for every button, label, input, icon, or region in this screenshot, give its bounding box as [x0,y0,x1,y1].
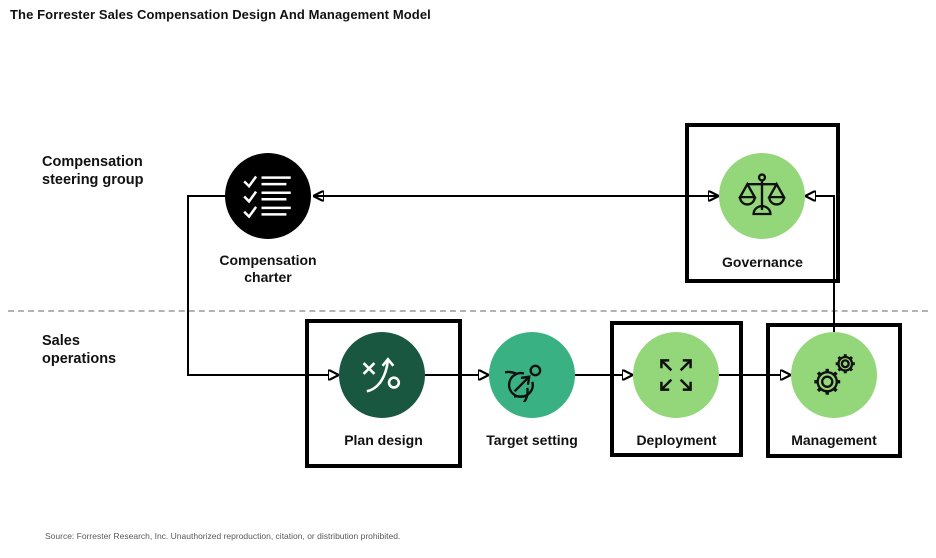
plan-design-node-circle [339,332,425,418]
checklist-icon [243,175,291,219]
target-setting-node-circle [489,332,575,418]
charter-node-label: Compensation charter [219,252,317,285]
strategy-icon [362,357,401,393]
plan-design-box [305,319,462,468]
plan-design-node-label: Plan design [344,432,423,448]
scales-icon [738,173,786,216]
lane-label-steering-group: Compensation steering group [42,154,144,189]
lane-label-sales-operations: Sales operations [42,333,117,368]
deployment-box [610,321,743,457]
target-icon [505,364,542,402]
management-node-circle [791,332,877,418]
governance-node-label: Governance [722,254,803,270]
governance-box [685,123,840,283]
gears-icon [814,354,855,395]
management-node-label: Management [791,432,877,448]
target-setting-node-label: Target setting [486,432,578,448]
deployment-node-circle [633,332,719,418]
governance-node-circle [719,153,805,239]
deployment-node-label: Deployment [636,432,717,448]
expand-arrows-icon [660,359,692,391]
charter-node-circle [225,153,311,239]
lane-divider-dashed-line [8,310,928,312]
page-title: The Forrester Sales Compensation Design … [10,7,431,22]
source-attribution-text: Source: Forrester Research, Inc. Unautho… [45,531,401,541]
